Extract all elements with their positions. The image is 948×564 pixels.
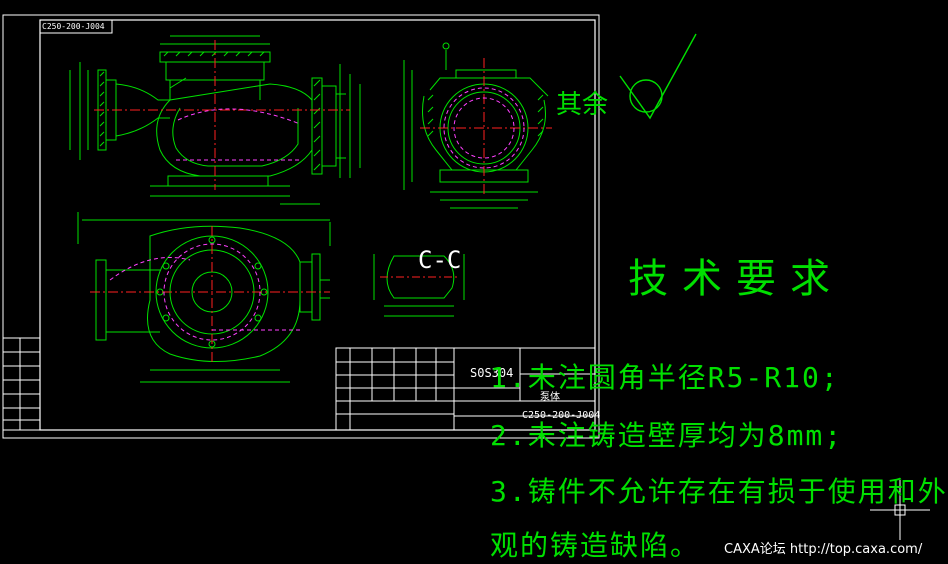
code-box bbox=[39, 19, 113, 34]
drawing-code-top: C250-200-J004 bbox=[42, 22, 105, 31]
roughness-rest-label: 其余 bbox=[556, 90, 609, 120]
top-view-hidden bbox=[109, 243, 300, 341]
watermark: CAXA论坛 http://top.caxa.com/ bbox=[724, 542, 923, 557]
roughness-symbol bbox=[619, 33, 697, 120]
section-label: C-C bbox=[418, 246, 462, 274]
side-view bbox=[403, 42, 549, 209]
top-view-centerlines bbox=[90, 226, 330, 362]
side-view-hidden bbox=[443, 87, 525, 169]
top-view bbox=[77, 212, 331, 383]
side-view-centerlines bbox=[420, 58, 552, 196]
crosshair-cursor-icon bbox=[870, 480, 930, 540]
title-block bbox=[335, 347, 596, 431]
left-strip bbox=[2, 337, 41, 431]
title-block-part-name: 泵体 bbox=[540, 392, 560, 403]
requirement-item-3: 3.铸件不允许存在有损于使用和外 bbox=[490, 475, 948, 508]
outer-frame bbox=[2, 14, 600, 439]
requirement-item-4: 观的铸造缺陷。 bbox=[490, 529, 701, 562]
front-view-hidden bbox=[176, 108, 301, 161]
requirement-item-1: 1.未注圆角半径R5-R10; bbox=[490, 361, 840, 394]
requirements-title: 技术要求 bbox=[628, 256, 844, 302]
requirement-item-2: 2.未注铸造壁厚均为8mm; bbox=[490, 419, 844, 452]
inner-frame bbox=[39, 19, 596, 431]
title-block-material: S0S304 bbox=[470, 366, 514, 380]
front-view-centerlines bbox=[94, 40, 350, 190]
title-block-drawing-no: C250-200-J004 bbox=[522, 410, 601, 421]
section-cc bbox=[373, 254, 465, 317]
